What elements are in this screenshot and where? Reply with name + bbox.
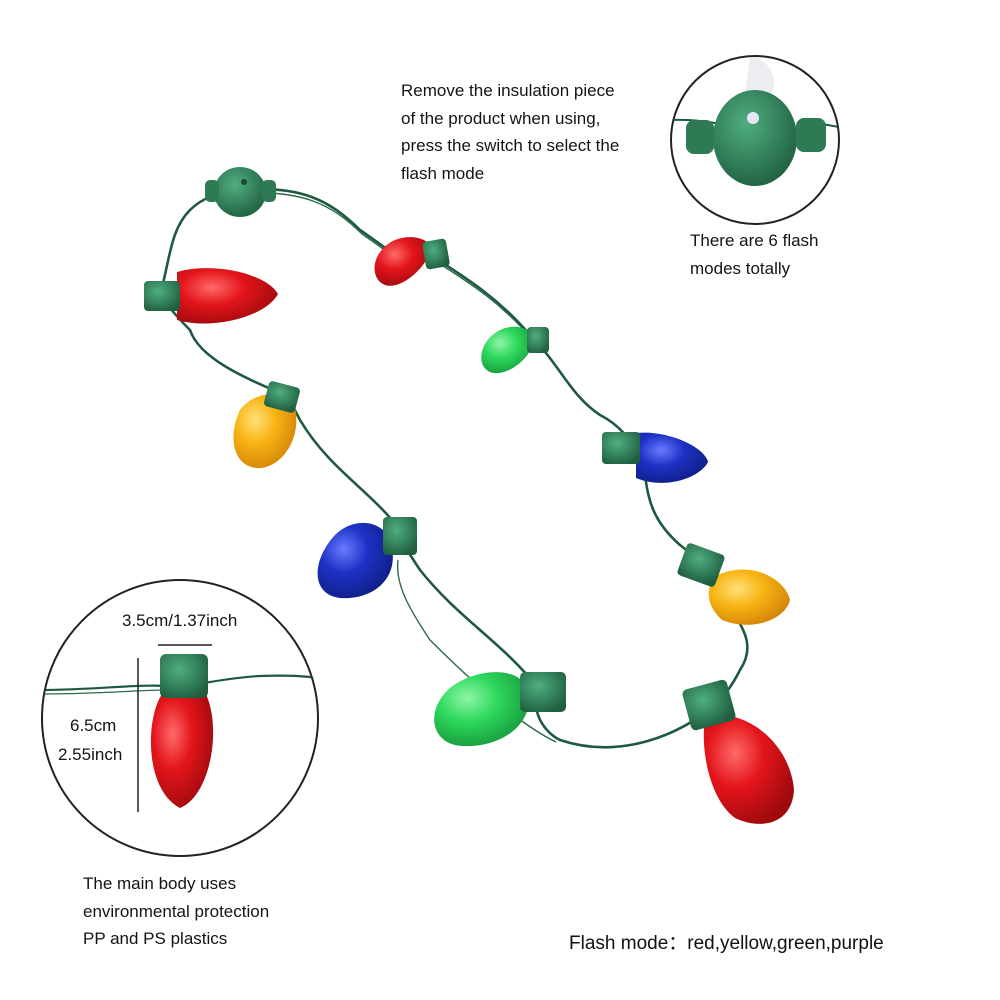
switch-detail-inset — [670, 55, 840, 225]
bulb-green-2 — [434, 672, 566, 747]
height-dimension-cm: 6.5cm — [70, 716, 117, 735]
bulb-red-2 — [374, 237, 450, 286]
bulb-blue-2 — [317, 517, 417, 599]
flash-mode-line: Flash mode：red,yellow,green,purple — [569, 928, 884, 955]
width-dimension: 3.5cm/1.37inch — [122, 611, 238, 630]
switch-box — [205, 167, 276, 217]
flash-mode-label: Flash mode： — [569, 933, 688, 954]
material-note-line: PP and PS plastics — [83, 929, 228, 949]
flash-mode-colors: red,yellow,green,purple — [687, 933, 884, 954]
instruction-text: Remove the insulation piece of the produ… — [401, 77, 681, 187]
instruction-line: press the switch to select the — [401, 136, 620, 156]
instruction-line: of the product when using, — [401, 108, 601, 128]
bulb-yellow-1 — [233, 381, 300, 469]
size-detail-inset — [41, 579, 319, 857]
modes-note-line: There are 6 flash — [690, 231, 819, 250]
bulb-yellow-2 — [677, 543, 790, 625]
material-note: The main body uses environmental protect… — [83, 870, 343, 953]
material-note-line: The main body uses — [83, 874, 237, 893]
bulb-blue-1 — [602, 432, 708, 483]
material-note-line: environmental protection — [83, 901, 270, 921]
bulb-red-1 — [144, 268, 278, 324]
modes-note-line: modes totally — [690, 258, 791, 278]
bulb-green-1 — [481, 326, 549, 374]
instruction-line: flash mode — [401, 163, 485, 183]
bulb-red-3 — [682, 679, 794, 824]
modes-note: There are 6 flash modes totally — [690, 227, 880, 282]
instruction-line: Remove the insulation piece — [401, 81, 615, 100]
height-dimension-inch: 2.55inch — [58, 745, 123, 764]
